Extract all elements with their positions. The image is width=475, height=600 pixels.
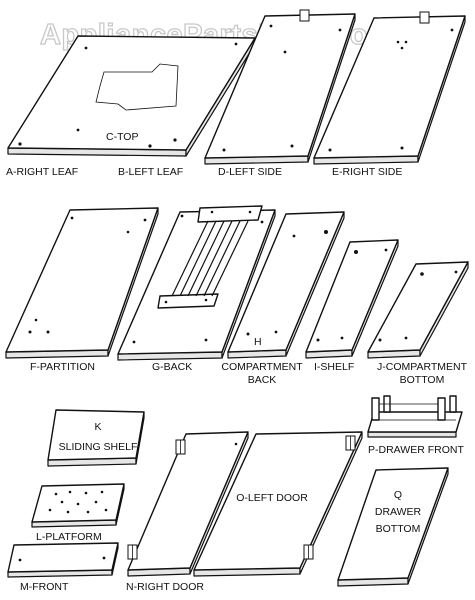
- part-f-partition: [5, 207, 159, 359]
- part-l-platform: [31, 483, 125, 528]
- part-e-right-side: [313, 11, 466, 165]
- label-k-sliding-shelf: SLIDING SHELF: [59, 441, 138, 453]
- label-j-bottom: BOTTOM: [400, 374, 445, 386]
- label-g-back: G-BACK: [152, 361, 192, 373]
- part-j-compartment-bottom: [367, 261, 469, 359]
- part-m-front: [7, 542, 119, 578]
- label-k-letter: K: [94, 421, 101, 433]
- part-h-compartment-back: [227, 211, 345, 359]
- part-o-left-door: [193, 431, 363, 577]
- label-a-right-leaf: A-RIGHT LEAF: [6, 166, 78, 178]
- label-d-left-side: D-LEFT SIDE: [218, 166, 282, 178]
- label-m-front: M-FRONT: [20, 581, 69, 593]
- part-q-drawer-bottom: [337, 467, 449, 587]
- label-h-letter: H: [254, 336, 262, 348]
- label-n-right-door: N-RIGHT DOOR: [126, 581, 204, 593]
- label-h-compartment: COMPARTMENT: [221, 361, 303, 373]
- label-q-letter: Q: [394, 489, 402, 501]
- part-p-drawer-front: [367, 395, 463, 438]
- label-p-drawer-front: P-DRAWER FRONT: [368, 444, 464, 456]
- part-n-right-door: [127, 431, 249, 577]
- label-q-drawer: DRAWER: [375, 506, 422, 518]
- part-i-shelf: [305, 239, 399, 359]
- label-o-left-door: O-LEFT DOOR: [236, 492, 308, 504]
- label-i-shelf: I-SHELF: [314, 361, 354, 373]
- label-j-compartment: J-COMPARTMENT: [377, 361, 468, 373]
- label-f-partition: F-PARTITION: [30, 361, 95, 373]
- label-c-top: C-TOP: [106, 131, 138, 143]
- label-q-bottom: BOTTOM: [376, 523, 421, 535]
- part-c-top: [7, 35, 256, 157]
- part-k-sliding-shelf: [47, 409, 145, 467]
- part-g-back: [117, 205, 276, 361]
- label-h-back: BACK: [248, 374, 277, 386]
- label-e-right-side: E-RIGHT SIDE: [332, 166, 402, 178]
- label-b-left-leaf: B-LEFT LEAF: [118, 166, 183, 178]
- label-l-platform: L-PLATFORM: [36, 531, 102, 543]
- part-d-left-side: [204, 9, 356, 165]
